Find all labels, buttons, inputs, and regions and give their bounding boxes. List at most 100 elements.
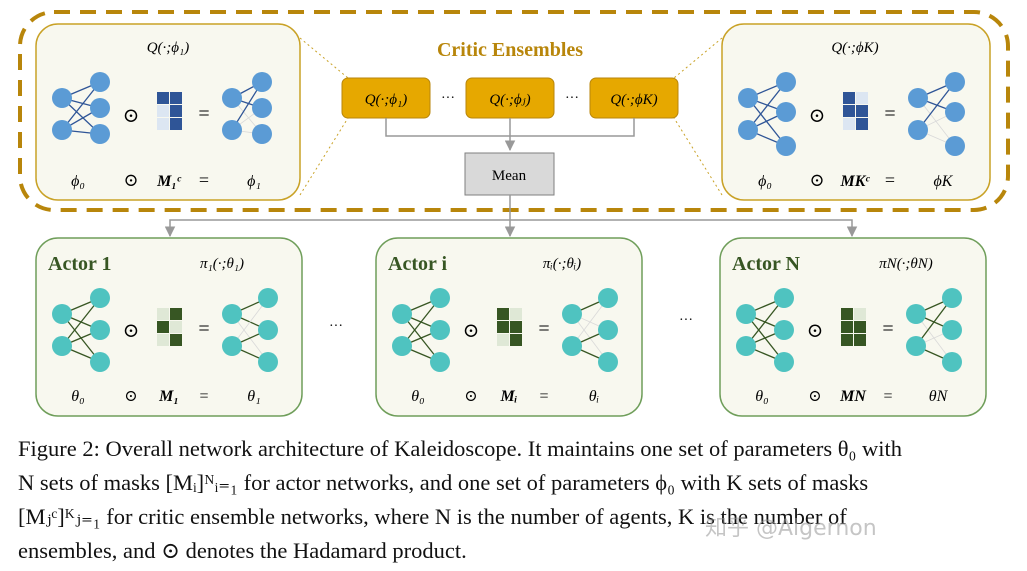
- critic-right-base-network: [738, 72, 796, 156]
- actor-base-label: θ₀: [411, 388, 424, 405]
- network-node: [52, 304, 72, 324]
- network-node: [598, 288, 618, 308]
- equals-sign: =: [882, 318, 893, 340]
- network-node: [430, 352, 450, 372]
- actor-mask: [497, 308, 522, 346]
- network-node: [945, 102, 965, 122]
- q-box-1: Q(·;ϕ₁): [341, 77, 431, 119]
- network-node: [776, 72, 796, 92]
- actor-result-network: [906, 288, 962, 372]
- network-node: [908, 88, 928, 108]
- network-node: [906, 336, 926, 356]
- network-node: [222, 120, 242, 140]
- network-node: [776, 136, 796, 156]
- mean-box: Mean: [464, 152, 555, 196]
- actor-policy: πᵢ(·;θᵢ): [543, 256, 581, 272]
- network-node: [942, 288, 962, 308]
- caption-line-1: Figure 2: Overall network architecture o…: [18, 436, 902, 461]
- equals-sign: =: [883, 388, 892, 405]
- mask-cell: [170, 105, 182, 117]
- hadamard-op: ⊙: [808, 388, 821, 405]
- mask-cell: [856, 105, 868, 117]
- equals-sign: =: [538, 318, 549, 340]
- network-node: [562, 336, 582, 356]
- network-edge: [917, 97, 956, 147]
- mask-cell: [854, 321, 866, 333]
- network-node: [90, 288, 110, 308]
- mask-cell: [856, 92, 868, 104]
- actor-policy: π₁(·;θ₁): [200, 256, 244, 272]
- mask-cell: [170, 92, 182, 104]
- q-box-k: Q(·;ϕK): [589, 77, 679, 119]
- network-node: [90, 124, 110, 144]
- actor-base-label: θ₀: [71, 388, 84, 405]
- equals-sign: =: [884, 103, 895, 125]
- network-node: [252, 72, 272, 92]
- mask-cell: [170, 334, 182, 346]
- mask-cell: [497, 321, 509, 333]
- network-node: [736, 304, 756, 324]
- mean-label: Mean: [492, 168, 527, 184]
- mask-cell: [157, 334, 169, 346]
- critic-right-result-network: [908, 72, 965, 156]
- hadamard-op: ⊙: [807, 320, 824, 342]
- hadamard-op: ⊙: [809, 170, 824, 190]
- equals-sign: =: [539, 388, 548, 405]
- actor-base-label: θ₀: [755, 388, 768, 405]
- critic-right-result-label: ϕK: [934, 173, 954, 190]
- network-node: [736, 336, 756, 356]
- network-node: [942, 320, 962, 340]
- network-node: [776, 102, 796, 122]
- mask-cell: [157, 92, 169, 104]
- equals-sign: =: [198, 103, 209, 125]
- network-node: [90, 320, 110, 340]
- network-node: [598, 320, 618, 340]
- network-node: [90, 98, 110, 118]
- mean-to-actor-connectors: [164, 195, 858, 238]
- network-node: [222, 88, 242, 108]
- actor-result-network: [222, 288, 278, 372]
- mask-cell: [841, 308, 853, 320]
- actor-mask: [157, 308, 182, 346]
- network-edge: [747, 97, 787, 147]
- network-edge: [745, 297, 785, 347]
- critic-panel-right: Q(·;ϕK) ⊙ = ϕ₀ ⊙ MKᶜ = ϕK: [721, 23, 991, 201]
- q-dots-right: ···: [565, 91, 579, 106]
- network-node: [90, 352, 110, 372]
- critic-right-mask-label: MKᶜ: [840, 173, 871, 190]
- critic-left-title: Q(·;ϕ₁): [147, 40, 190, 56]
- actor-result-network: [562, 288, 618, 372]
- network-node: [392, 336, 412, 356]
- actor-policy: πN(·;θN): [879, 256, 933, 272]
- actor-result-label: θᵢ: [589, 388, 599, 405]
- mask-cell: [843, 118, 855, 130]
- network-node: [90, 72, 110, 92]
- mask-cell: [856, 118, 868, 130]
- network-node: [945, 72, 965, 92]
- network-node: [945, 136, 965, 156]
- network-node: [598, 352, 618, 372]
- actor-dots-right: ···: [679, 313, 693, 328]
- mask-cell: [510, 321, 522, 333]
- critic-right-mask: [843, 92, 868, 130]
- mask-cell: [854, 308, 866, 320]
- mask-cell: [510, 334, 522, 346]
- actor-result-label: θN: [929, 388, 949, 405]
- q-box-1-label: Q(·;ϕ₁): [365, 92, 408, 108]
- network-node: [252, 124, 272, 144]
- caption-line-3: [Mⱼᶜ]ᴷⱼ₌₁ for critic ensemble networks, …: [18, 504, 847, 529]
- network-node: [738, 88, 758, 108]
- architecture-figure: Q(·;ϕ₁) ⊙ = ϕ₀ ⊙ M₁ᶜ = ϕ₁ Q(·;ϕK) ⊙ = ϕ₀…: [18, 10, 1010, 417]
- critic-left-base-label: ϕ₀: [71, 173, 85, 190]
- actor-mask-label: Mᵢ: [500, 388, 518, 405]
- mask-cell: [497, 334, 509, 346]
- hadamard-op: ⊙: [464, 388, 477, 405]
- hadamard-op: ⊙: [123, 105, 140, 127]
- critic-left-base-network: [52, 72, 110, 144]
- network-node: [774, 352, 794, 372]
- mask-cell: [170, 308, 182, 320]
- mask-cell: [157, 321, 169, 333]
- network-node: [222, 304, 242, 324]
